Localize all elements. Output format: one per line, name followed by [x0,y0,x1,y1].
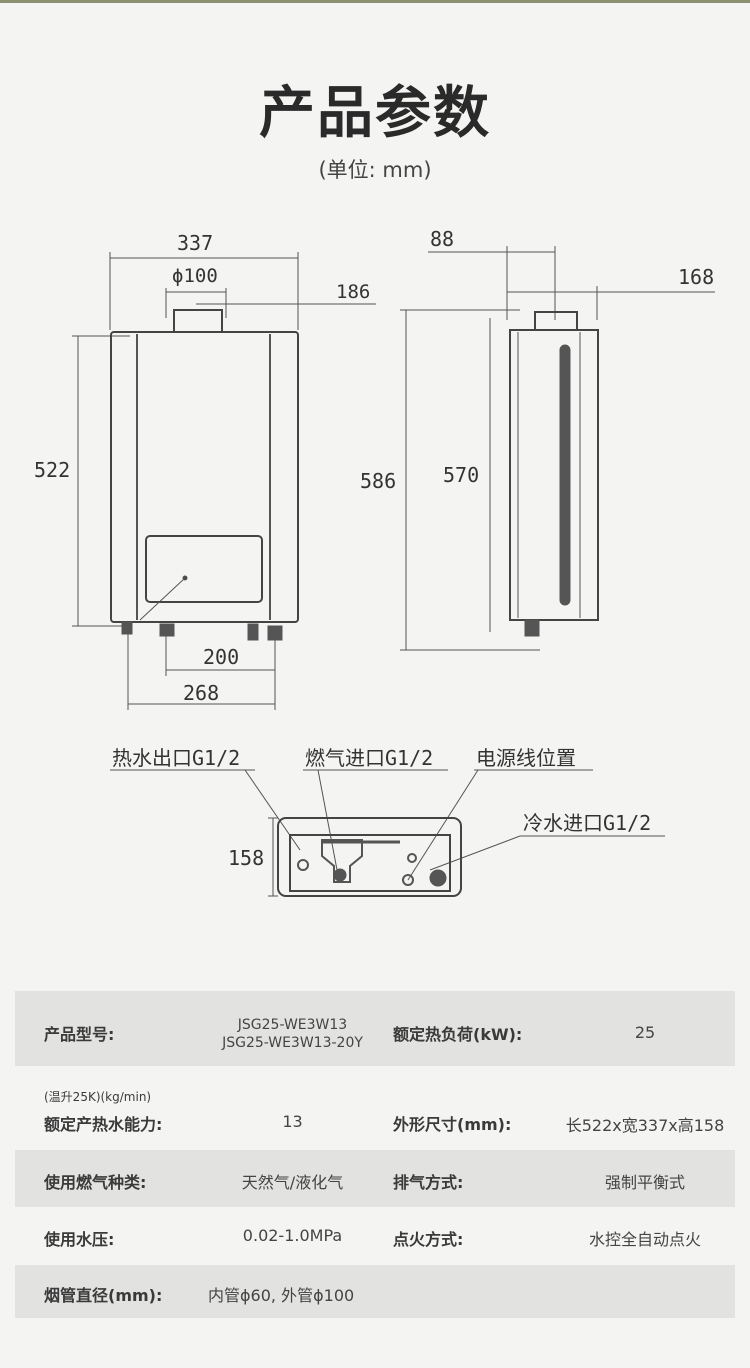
capacity-note: (温升25K)(kg/min) [44,1090,152,1104]
table-row: 使用水压: 0.02-1.0MPa 点火方式: 水控全自动点火 [15,1207,735,1265]
bottom-view: 热水出口G1/2 燃气进口G1/2 电源线位置 冷水进口G1/2 158 [110,746,665,897]
pressure-label: 使用水压: [44,1230,115,1249]
dim-pipe-span: 268 [183,681,219,705]
ignition-value: 水控全自动点火 [588,1230,701,1249]
flue-label: 烟管直径(mm): [44,1286,163,1305]
label-hot-out: 热水出口G1/2 [112,746,240,770]
dim-pipe-spacing: 200 [203,645,239,669]
model-1: JSG25-WE3W13 [237,1017,348,1033]
side-view: 88 168 586 570 [360,227,715,651]
dimension-diagrams: 337 ϕ100 186 522 200 268 88 168 586 [34,227,715,897]
dim-flue: ϕ100 [172,265,218,287]
capacity-value: 13 [282,1112,303,1131]
pressure-value: 0.02-1.0MPa [242,1226,343,1245]
spec-table: 产品型号: JSG25-WE3W13 JSG25-WE3W13-20Y 额定热负… [15,991,735,1318]
exhaust-label: 排气方式: [393,1173,464,1192]
size-value: 长522x宽337x高158 [565,1116,725,1135]
table-row: 产品型号: JSG25-WE3W13 JSG25-WE3W13-20Y 额定热负… [15,991,735,1066]
label-gas-in: 燃气进口G1/2 [305,746,433,770]
flue-value: 内管ϕ60, 外管ϕ100 [208,1286,355,1305]
ignition-label: 点火方式: [393,1230,464,1249]
load-value: 25 [634,1023,656,1042]
dim-flue-offset: 186 [336,281,370,303]
dim-flue-depth: 88 [430,227,454,251]
label-cold-in: 冷水进口G1/2 [523,811,651,835]
dim-depth: 168 [678,265,714,289]
gas-value: 天然气/液化气 [241,1173,344,1192]
top-border [0,0,750,3]
front-view: 337 ϕ100 186 522 200 268 [34,231,376,710]
exhaust-value: 强制平衡式 [604,1173,685,1192]
capacity-label: 额定产热水能力: [44,1115,163,1134]
table-row: (温升25K)(kg/min) 额定产热水能力: 13 外形尺寸(mm): 长5… [15,1066,735,1150]
dim-height: 522 [34,458,70,482]
dim-total-height: 586 [360,469,396,493]
gas-label: 使用燃气种类: [44,1173,147,1192]
dim-body-height: 570 [443,463,479,487]
label-power: 电源线位置 [476,746,576,770]
page-title: 产品参数 [259,81,491,146]
load-label: 额定热负荷(kW): [393,1025,523,1044]
model-2: JSG25-WE3W13-20Y [222,1035,363,1051]
model-label: 产品型号: [44,1025,115,1044]
dim-bottom-depth: 158 [228,846,264,870]
dim-width: 337 [177,231,213,255]
table-row: 烟管直径(mm): 内管ϕ60, 外管ϕ100 [15,1265,735,1318]
unit-note: (单位: mm) [318,158,432,182]
table-row: 使用燃气种类: 天然气/液化气 排气方式: 强制平衡式 [15,1150,735,1207]
size-label: 外形尺寸(mm): [393,1115,512,1134]
